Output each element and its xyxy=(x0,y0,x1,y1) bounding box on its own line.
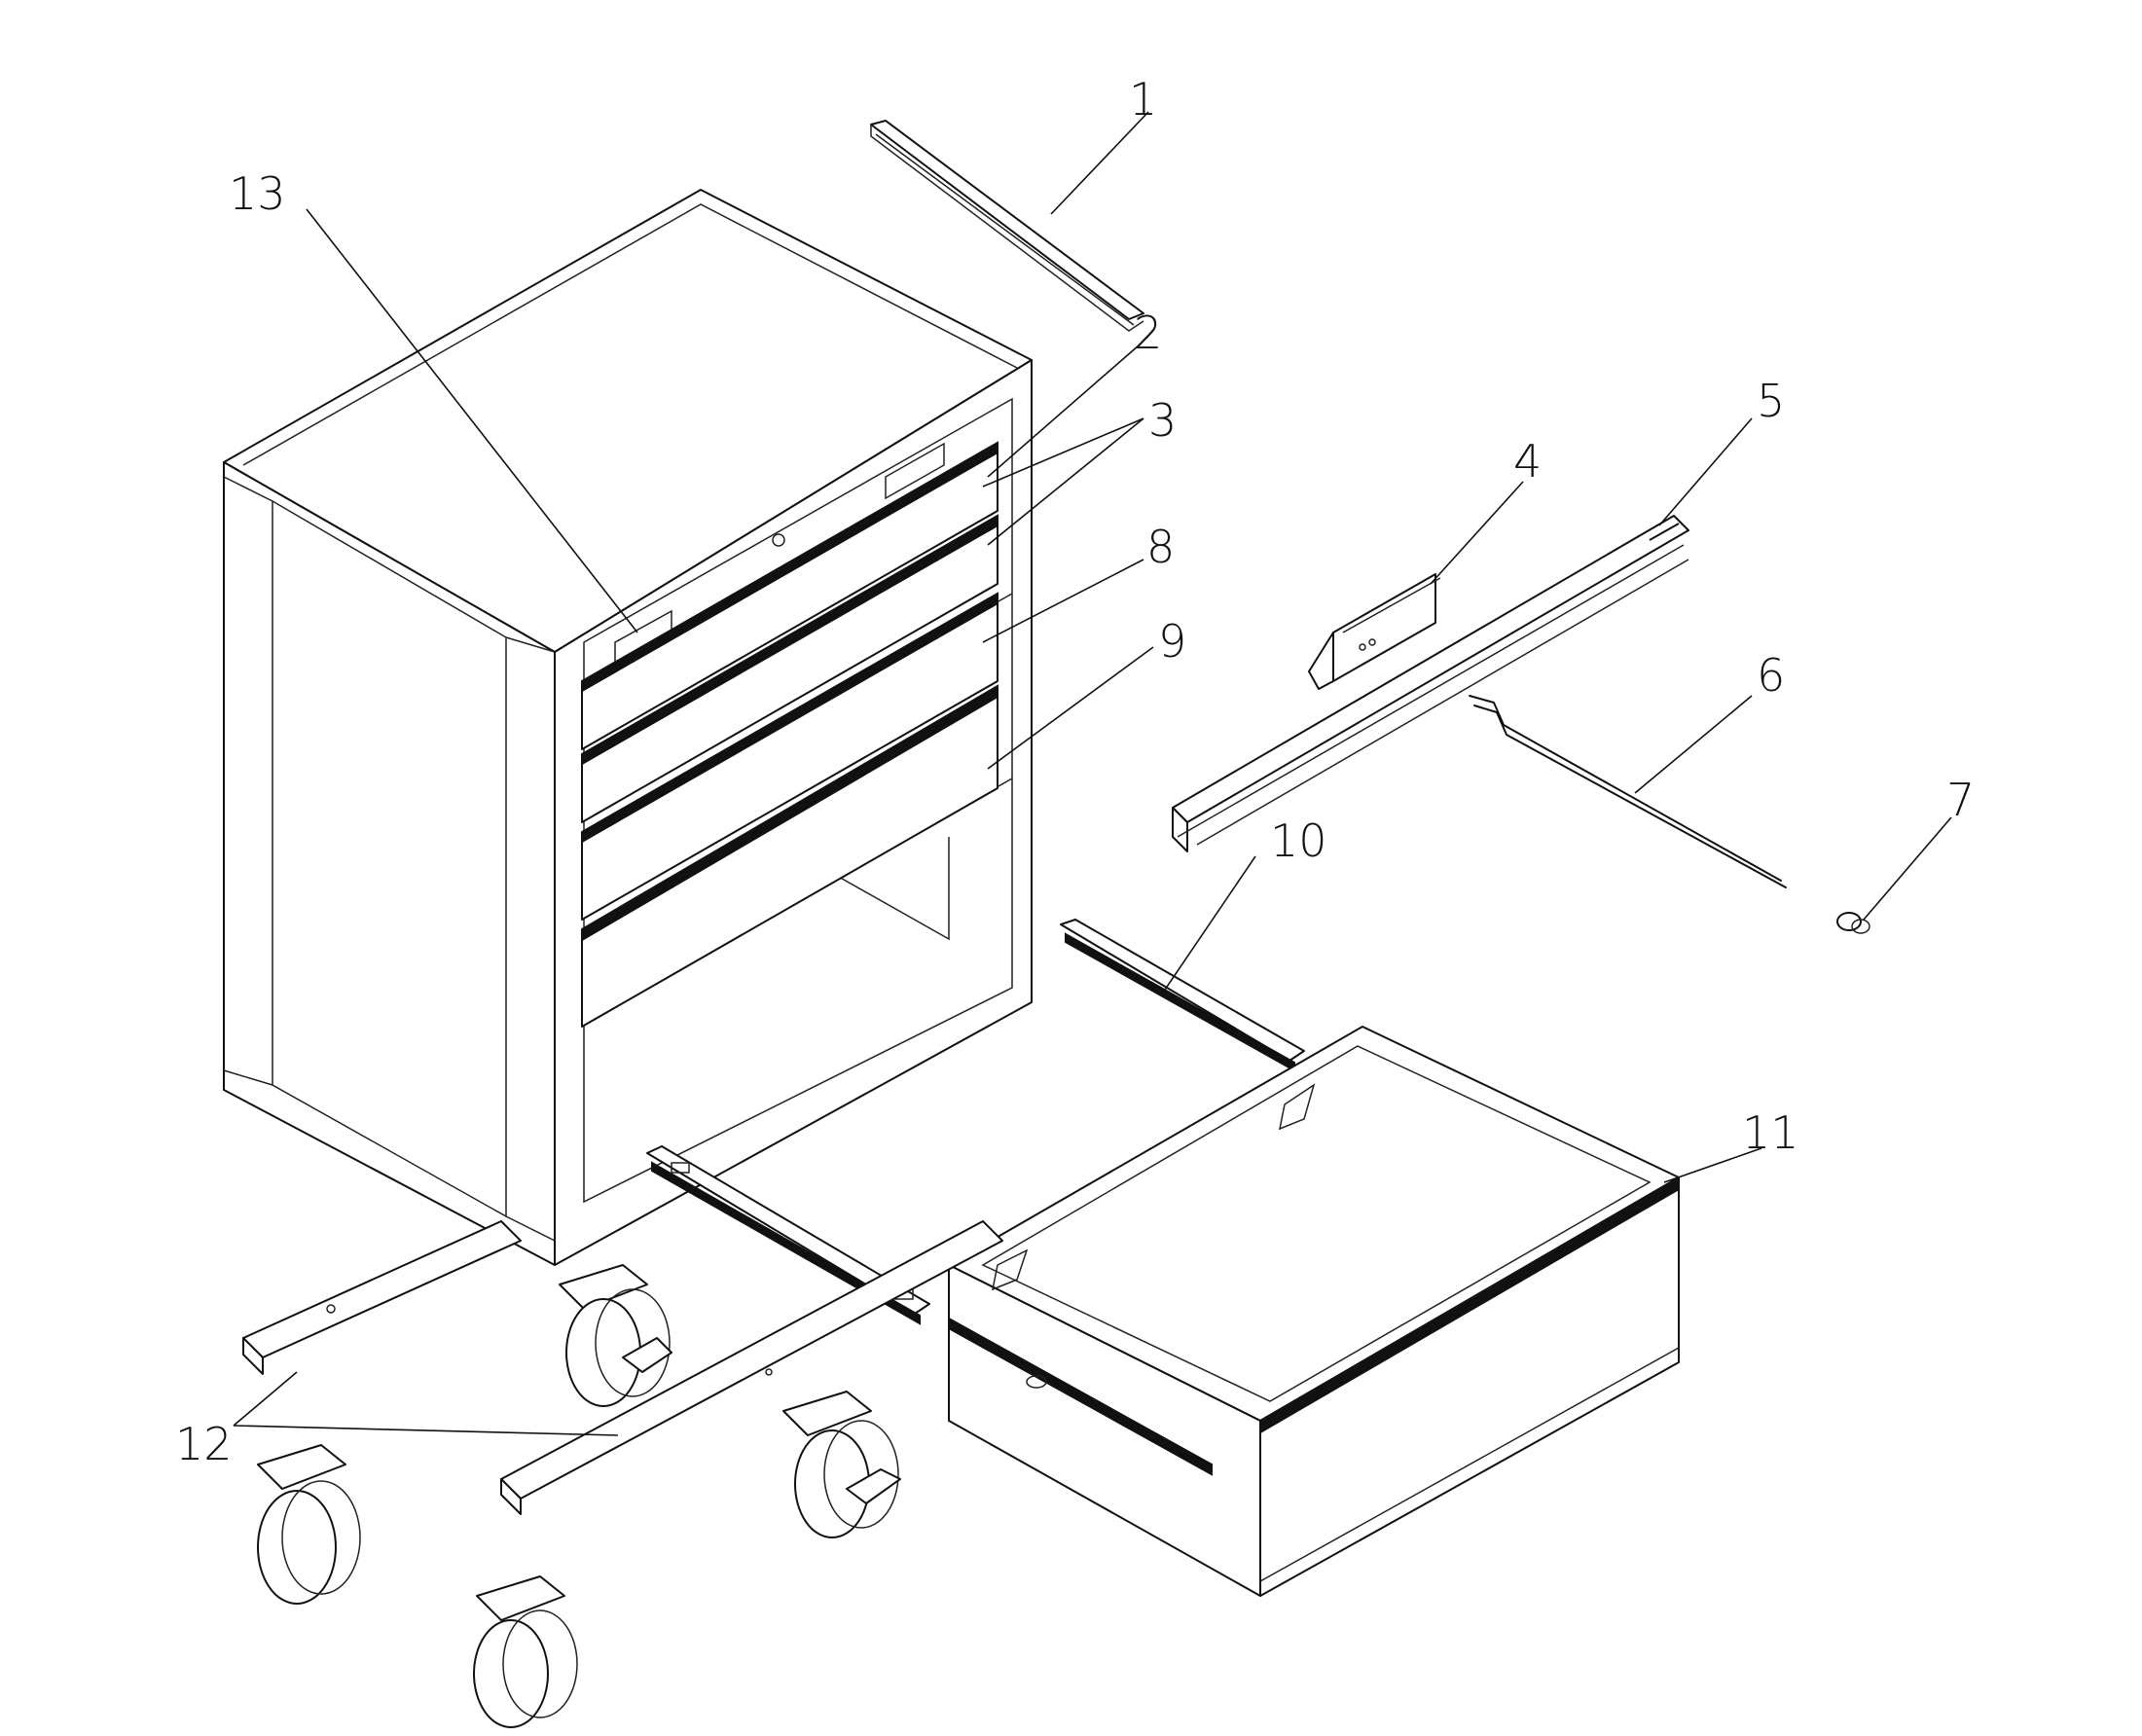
callout-3: 3 xyxy=(1148,394,1177,447)
part-12-base-plates xyxy=(242,1220,1003,1515)
part-1-top-rail xyxy=(870,120,1144,332)
callout-labels: 1 2 3 4 5 6 7 8 9 10 11 12 13 xyxy=(175,73,1975,1470)
part-11-drawer-box xyxy=(948,1026,1680,1597)
callout-7: 7 xyxy=(1946,774,1975,826)
part-10-drawer-slides xyxy=(646,919,1305,1325)
leader-lines xyxy=(233,111,1952,1436)
callout-1: 1 xyxy=(1129,73,1157,126)
part-6-rod xyxy=(1469,695,1787,888)
part-4-bracket xyxy=(1308,573,1441,690)
callout-13: 13 xyxy=(229,167,286,220)
callout-10: 10 xyxy=(1270,814,1327,867)
callout-12: 12 xyxy=(175,1418,233,1470)
callout-11: 11 xyxy=(1742,1106,1799,1159)
caster-front-right xyxy=(782,1391,901,1538)
callout-8: 8 xyxy=(1146,521,1175,573)
casters xyxy=(257,1264,901,1728)
caster-rear-left xyxy=(257,1444,361,1605)
caster-front-left xyxy=(559,1264,672,1407)
callout-5: 5 xyxy=(1757,375,1785,427)
callout-6: 6 xyxy=(1757,649,1785,702)
callout-4: 4 xyxy=(1513,435,1542,488)
callout-9: 9 xyxy=(1158,615,1186,668)
drawer-fronts xyxy=(581,441,998,1028)
part-5-slide-rail xyxy=(1172,515,1689,852)
part-7-knob xyxy=(1836,912,1870,934)
callout-2: 2 xyxy=(1134,307,1162,359)
caster-rear-right xyxy=(473,1575,578,1728)
